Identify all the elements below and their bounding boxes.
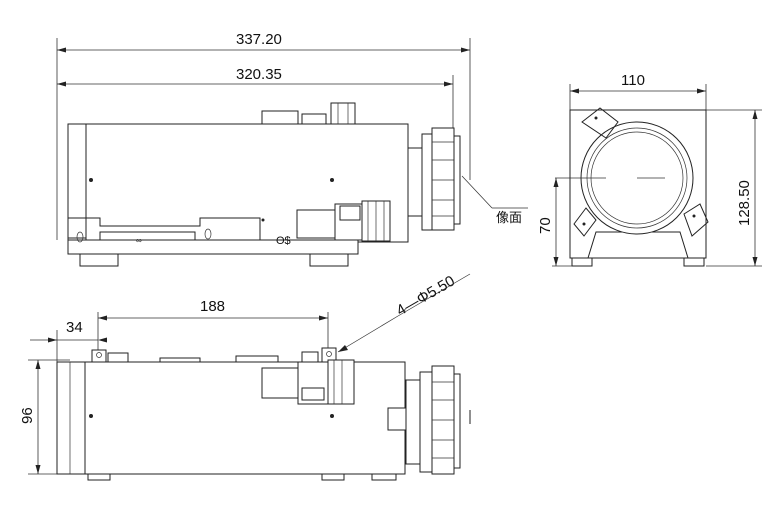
- image-plane-label: 像面: [496, 210, 522, 225]
- side-view: 188 34 4—Φ5.50 96: [19, 272, 471, 481]
- height-label: 128.50: [736, 180, 753, 226]
- side-height-label: 96: [19, 407, 36, 424]
- offset-label: 34: [66, 319, 83, 336]
- dimension-offset: 34: [30, 319, 107, 362]
- hole-spacing-label: 188: [200, 298, 225, 315]
- dimension-axis-height: 70: [537, 178, 572, 267]
- body-length-label: 320.35: [236, 66, 282, 83]
- top-view: 337.20 320.35 ∞: [56, 31, 528, 267]
- hole-callout-label: 4—Φ5.50: [394, 272, 458, 319]
- width-label: 110: [621, 72, 645, 89]
- dimension-side-height: 96: [19, 359, 70, 475]
- overall-length-label: 337.20: [236, 31, 282, 48]
- dimension-height: 128.50: [706, 109, 762, 267]
- hole-callout: 4—Φ5.50: [337, 272, 471, 353]
- dimension-body-length: 320.35: [57, 66, 454, 130]
- symbol-mark: Θ$: [276, 235, 291, 247]
- axis-height-label: 70: [537, 217, 554, 234]
- dimension-overall-length: 337.20: [56, 31, 471, 240]
- small-mark: ∞: [136, 236, 142, 245]
- dimension-hole-spacing: 188: [97, 298, 329, 356]
- dimension-width: 110: [569, 72, 707, 110]
- end-view: 110 128.50: [537, 72, 762, 267]
- image-plane-callout: 像面: [461, 175, 528, 225]
